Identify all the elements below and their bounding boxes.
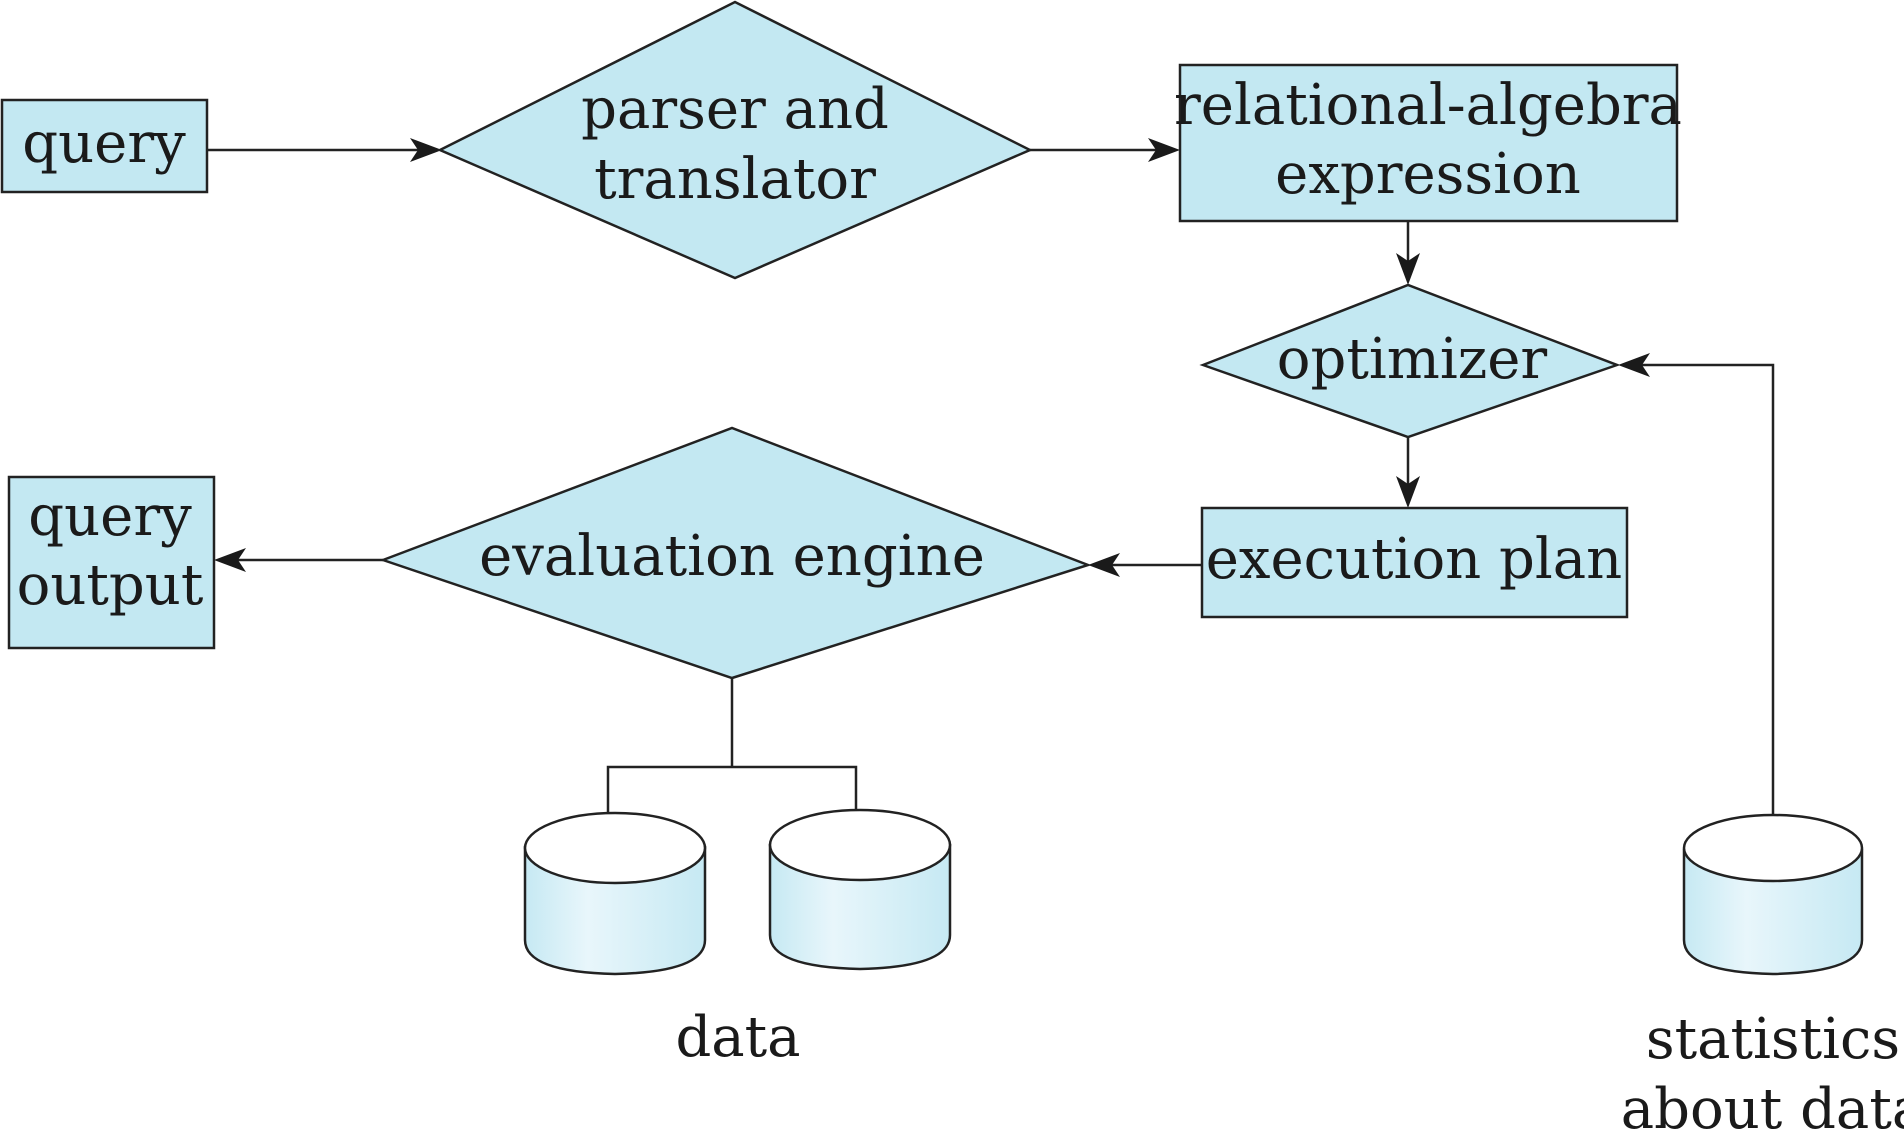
data-cylinder-left — [523, 811, 707, 976]
edge-parser-to-relalg — [1030, 138, 1180, 162]
node-optimizer: optimizer — [1199, 283, 1621, 439]
edge-query-to-parser — [207, 138, 442, 162]
node-query-label: query — [22, 111, 186, 176]
node-queryoutput-label-line1: query — [28, 484, 192, 549]
edge-relalg-to-optimizer — [1396, 221, 1420, 285]
edge-evalengine-to-queryoutput — [214, 548, 383, 572]
node-evalengine-label: evaluation engine — [479, 524, 985, 589]
node-parser-label-line1: parser and — [581, 77, 889, 142]
node-relalg-label-line2: expression — [1275, 142, 1581, 207]
edge-optimizer-to-execplan — [1396, 437, 1420, 508]
statistics-label-line2: about data — [1621, 1077, 1904, 1142]
statistics-label-line1: statistics — [1646, 1007, 1900, 1072]
node-parser-label-line2: translator — [594, 147, 876, 212]
node-execplan-label: execution plan — [1206, 527, 1623, 592]
edge-statistics-to-optimizer — [1618, 353, 1775, 815]
node-evalengine: evaluation engine — [379, 426, 1092, 680]
node-execplan: execution plan — [1200, 506, 1629, 619]
data-label: data — [675, 1005, 800, 1070]
edge-execplan-to-evalengine — [1088, 553, 1202, 577]
node-relalg-label-line1: relational-algebra — [1174, 73, 1682, 138]
data-cylinder-right — [768, 808, 952, 971]
edge-data-to-evalengine — [606, 678, 858, 815]
statistics-cylinder — [1682, 813, 1864, 976]
node-optimizer-label: optimizer — [1277, 327, 1548, 392]
node-relalg: relational-algebra expression — [1174, 63, 1682, 223]
node-query: query — [0, 98, 209, 194]
node-queryoutput: query output — [7, 475, 216, 650]
node-queryoutput-label-line2: output — [17, 553, 204, 618]
node-parser: parser and translator — [437, 0, 1033, 280]
